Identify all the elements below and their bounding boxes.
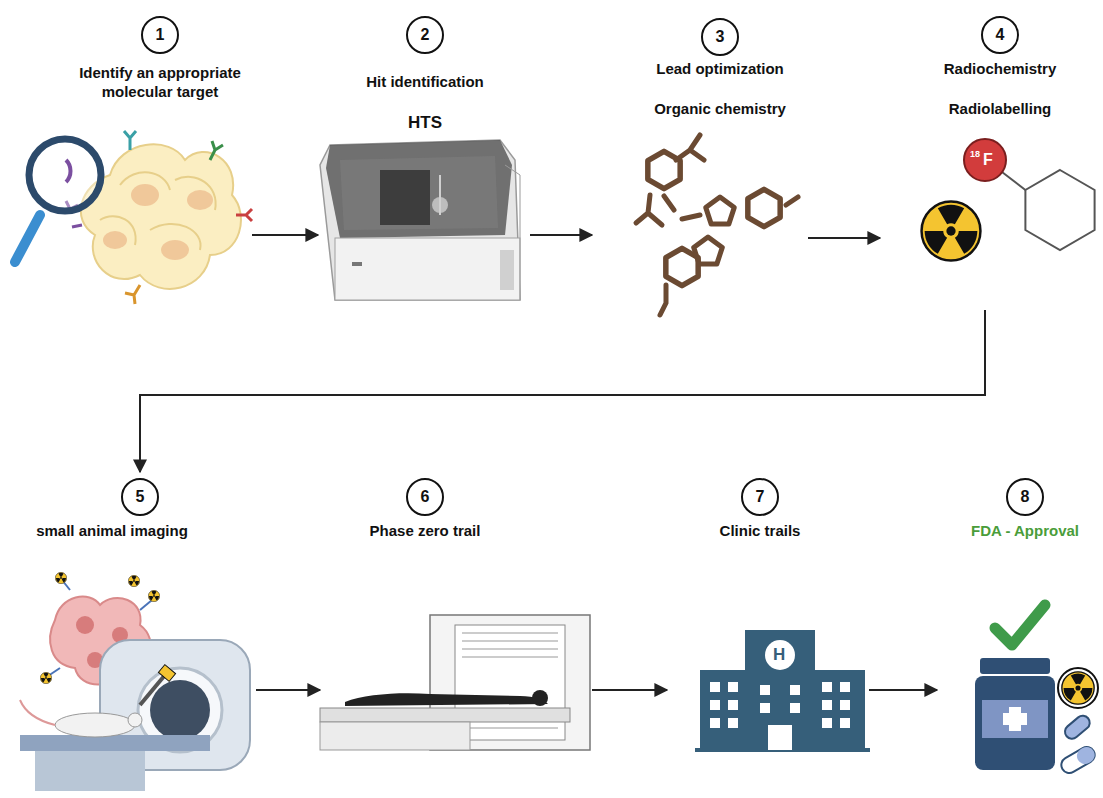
step-title: Radiolabelling [900,100,1100,119]
callout-number: 3 [716,28,725,46]
callout-number: 8 [1021,488,1030,506]
step-title: small animal imaging [7,522,217,541]
step-title: Identify an appropriate molecular target [55,64,265,102]
process-step: 3Lead optimizationOrganic chemistry [592,12,808,312]
callout-number: 2 [421,26,430,44]
flow-arrow [256,689,320,691]
step-title: Hit identification [325,73,525,92]
step-title: Lead optimization [620,60,820,79]
step-number-circle: 6 [406,478,444,516]
step-title: Organic chemistry [620,100,820,119]
step-number-circle: 1 [141,16,179,54]
small-animal-scanner [20,572,250,791]
icon-label: 18 [970,150,980,159]
step-title: Clinic trails [665,522,855,541]
flow-arrow [530,234,592,236]
callout-number: 4 [996,26,1005,44]
step-title: FDA - Approval [950,522,1100,541]
process-step: 7Clinic trails [667,472,869,772]
approved-drug [975,605,1098,776]
flow-arrow [592,689,667,691]
callout-number: 5 [136,488,145,506]
step-number-circle: 8 [1006,478,1044,516]
process-step: 2Hit identificationHTS [318,12,530,312]
flow-arrow [869,689,937,691]
callout-number: 6 [421,488,430,506]
callout-number: 1 [156,26,165,44]
process-step: 8FDA - Approval [937,472,1097,782]
step-title: Phase zero trail [325,522,525,541]
step-number-circle: 7 [741,478,779,516]
process-step: 5 small animal imaging [10,472,256,794]
step-number-circle: 4 [981,16,1019,54]
step-number-circle: 2 [406,16,444,54]
process-step: 6Phase zero trail [320,472,592,772]
process-step: 1Identify an appropriate molecular targe… [8,12,252,312]
cell-cluster [15,131,252,304]
hts-instrument [320,140,520,300]
icon-label: H [773,646,785,663]
step-number-circle: 3 [701,18,739,56]
hospital-building [695,630,870,752]
flow-arrow [140,310,985,472]
step-title: HTS [365,112,485,133]
molecule-structures [636,135,798,315]
flow-arrow [252,234,318,236]
step-number-circle: 5 [121,478,159,516]
flow-arrow [808,237,880,239]
clinical-scanner [320,615,590,750]
icon-label: F [983,152,993,168]
radiolabel-illustration [922,139,1095,260]
step-title: Radiochemistry [900,60,1100,79]
callout-number: 7 [756,488,765,506]
